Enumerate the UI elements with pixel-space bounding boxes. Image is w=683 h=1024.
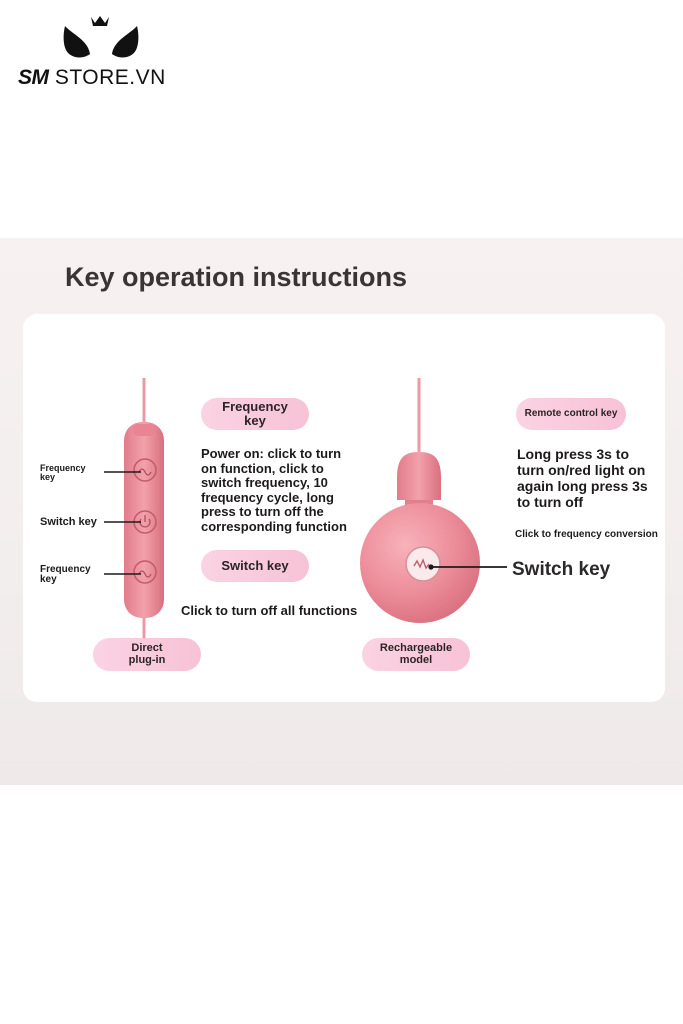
pill-remote-control-key: Remote control key <box>516 398 626 430</box>
label-frequency-key-top: Frequency key <box>40 463 86 482</box>
logo: SM STORE.VN <box>18 14 178 90</box>
crown-icon <box>91 16 109 26</box>
pill-frequency-key: Frequency key <box>201 398 309 430</box>
section-title: Key operation instructions <box>65 262 408 292</box>
wave-icon <box>138 570 152 578</box>
pill-direct-plug-in: Direct plug-in <box>93 638 201 671</box>
ball-switch-button <box>405 546 441 582</box>
ball-switch-key-label: Switch key <box>512 559 611 580</box>
switch-key-description: Click to turn off all functions <box>181 603 358 618</box>
pill-rechargeable-model: Rechargeable model <box>362 638 470 671</box>
wave-icon <box>138 468 152 476</box>
logo-text: SM STORE.VN <box>18 66 166 89</box>
label-switch-key: Switch key <box>40 516 97 528</box>
remote-frequency-top-button <box>133 458 157 482</box>
pill-switch-key: Switch key <box>201 550 309 582</box>
remote-body <box>124 422 164 618</box>
cat-ears-icon <box>63 16 139 58</box>
frequency-conversion-text: Click to frequency conversion <box>515 529 658 540</box>
remote-control-description: Long press 3s to turn on/red light on ag… <box>517 446 648 510</box>
remote-frequency-bottom-button <box>133 560 157 584</box>
vibration-icon <box>413 558 430 570</box>
label-frequency-key-bottom: Frequency key <box>40 564 91 585</box>
frequency-key-description: Power on: click to turn on function, cli… <box>201 446 347 534</box>
bullet-cap <box>397 452 441 500</box>
